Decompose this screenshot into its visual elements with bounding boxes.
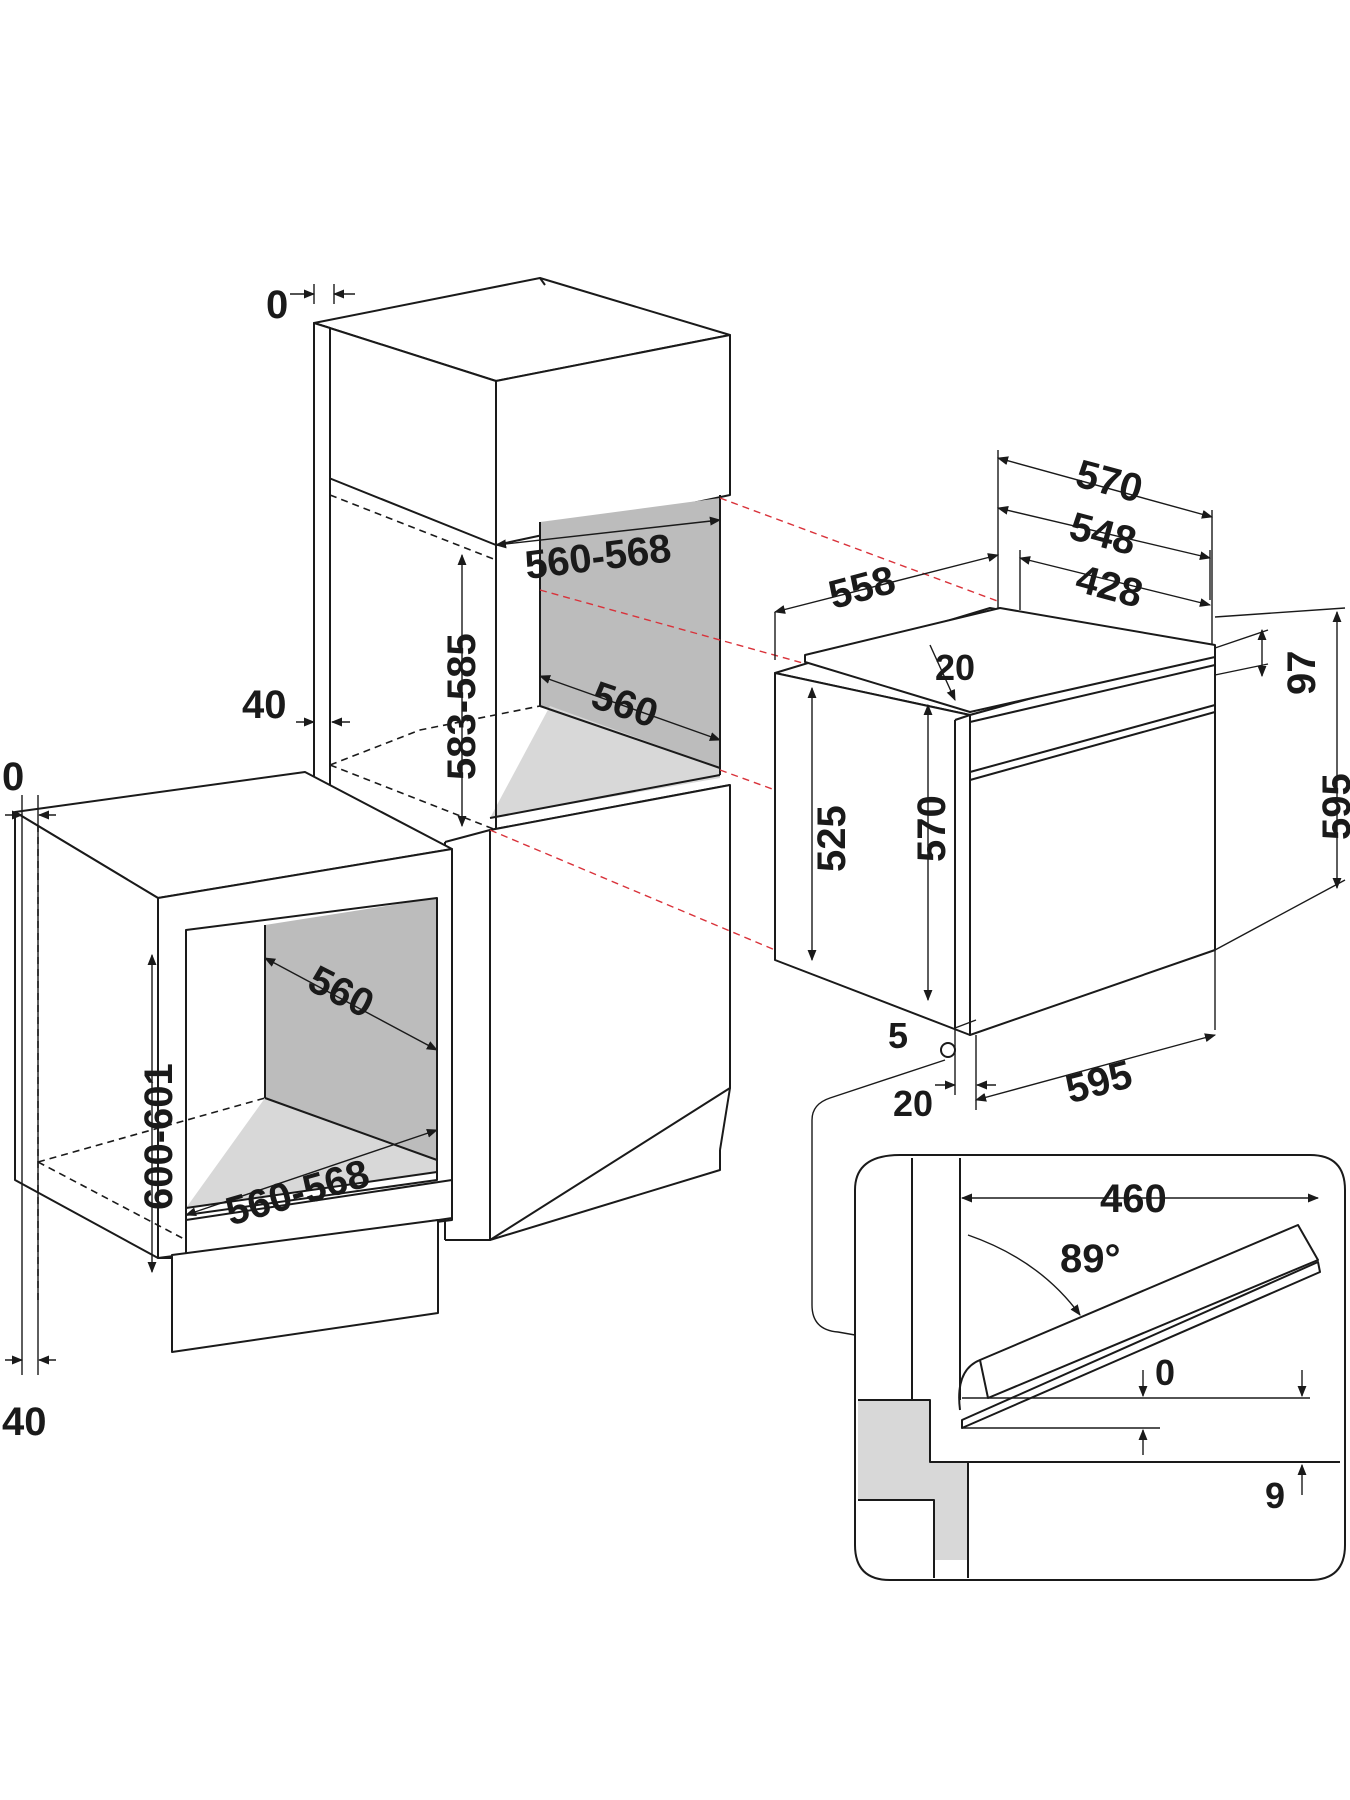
door-angle-label: 89° xyxy=(1060,1237,1121,1281)
door-gap-bottom-label: 9 xyxy=(1265,1475,1285,1516)
base-gap-top-label: 0 xyxy=(2,755,24,799)
oven-bottom-gap-label: 5 xyxy=(888,1015,908,1056)
base-cabinet-dimensions xyxy=(5,795,439,1375)
tall-side-offset-label: 40 xyxy=(242,683,287,727)
door-gap-top-label: 0 xyxy=(1155,1352,1175,1393)
base-side-offset-label: 40 xyxy=(2,1400,47,1444)
oven-depth-body-label: 548 xyxy=(1065,504,1141,564)
oven-panel-height-label: 97 xyxy=(1280,651,1324,696)
tall-gap-top-label: 0 xyxy=(266,283,288,327)
alignment-guides xyxy=(489,497,1001,951)
oven-depth-total-label: 570 xyxy=(1071,452,1147,512)
oven-unit xyxy=(774,607,1216,1036)
base-cabinet-unit xyxy=(14,771,453,1353)
oven-overall-width-label: 595 xyxy=(1061,1052,1137,1112)
door-clearance-label: 460 xyxy=(1100,1177,1167,1221)
tall-column-dimensions xyxy=(290,284,722,828)
oven-dimensions xyxy=(773,450,1346,1336)
oven-front-thickness-label: 20 xyxy=(893,1083,933,1124)
door-detail-dimensions xyxy=(960,1193,1320,1495)
oven-overall-height-label: 595 xyxy=(1315,773,1350,840)
oven-width-rear-label: 558 xyxy=(824,558,900,618)
door-detail-inset xyxy=(854,1154,1346,1581)
oven-depth-top-label: 428 xyxy=(1071,557,1147,617)
tall-niche-height-label: 583-585 xyxy=(440,633,484,780)
oven-body-height-label: 525 xyxy=(810,805,854,872)
oven-inner-height-label: 570 xyxy=(910,795,954,862)
base-niche-height-label: 600-601 xyxy=(137,1063,181,1210)
oven-front-offset-label: 20 xyxy=(935,647,975,688)
